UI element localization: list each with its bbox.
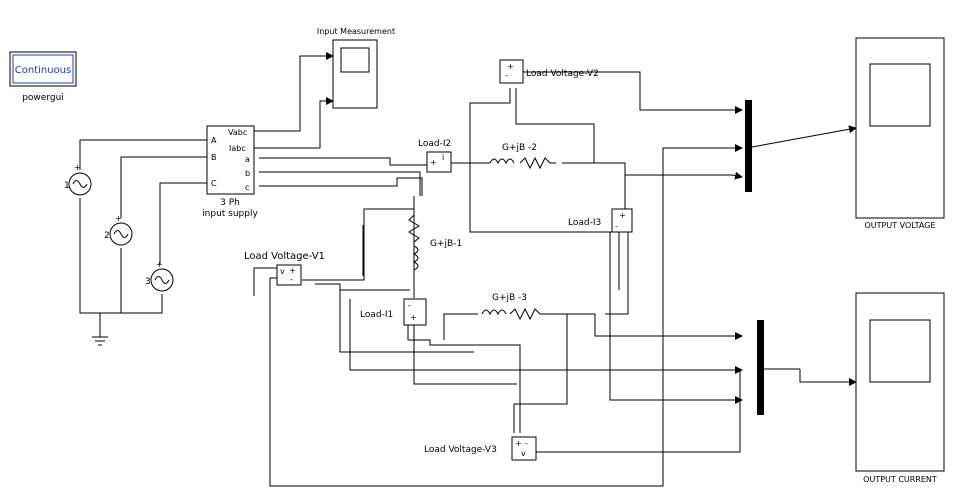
svg-text:+: +	[507, 62, 514, 71]
output-current-caption: OUTPUT CURRENT	[863, 475, 937, 484]
source-3-label: 3	[145, 277, 151, 287]
svg-text:+: +	[74, 163, 81, 172]
load-2-label: G+jB -2	[502, 143, 537, 153]
ac-source-2[interactable]: +	[109, 214, 133, 246]
three-phase-supply-block[interactable]: A B C Vabc Iabc a b c	[206, 125, 255, 195]
rl-load-3[interactable]	[481, 307, 541, 321]
current-measurement-i1[interactable]: - +	[403, 298, 427, 326]
svg-text:+: +	[115, 214, 122, 223]
supply-caption-line1: 3 Ph	[220, 198, 240, 208]
svg-text:+: +	[430, 158, 437, 167]
rl-load-1[interactable]	[408, 214, 420, 271]
voltage-measurement-v2[interactable]: + -	[499, 59, 524, 84]
svg-text:+: +	[156, 260, 163, 269]
svg-text:-: -	[290, 275, 293, 284]
svg-text:-: -	[408, 301, 411, 310]
input-measurement-scope[interactable]	[332, 39, 378, 109]
current-measurement-i2[interactable]: + i	[426, 151, 452, 173]
load-voltage-v1-label: Load Voltage-V1	[244, 251, 325, 262]
current-measurement-i3[interactable]: + -	[611, 208, 633, 233]
load-voltage-v3-label: Load Voltage-V3	[424, 445, 497, 455]
svg-text:v: v	[280, 267, 285, 276]
svg-text:b: b	[245, 169, 250, 178]
output-voltage-scope[interactable]	[855, 37, 945, 219]
svg-text:-: -	[525, 439, 528, 448]
wiring	[79, 52, 857, 487]
svg-text:Iabc: Iabc	[229, 144, 246, 153]
svg-text:i: i	[442, 153, 444, 162]
svg-text:c: c	[245, 183, 249, 192]
svg-text:A: A	[211, 136, 217, 145]
svg-text:+: +	[619, 211, 626, 220]
ac-source-3[interactable]: +	[150, 260, 174, 292]
svg-text:C: C	[211, 179, 217, 188]
svg-text:-: -	[505, 71, 508, 80]
svg-text:v: v	[521, 449, 526, 458]
source-1-label: 1	[64, 181, 70, 191]
load-i3-label: Load-I3	[568, 218, 601, 228]
load-1-label: G+jB-1	[430, 239, 462, 249]
voltage-measurement-v3[interactable]: + - v	[511, 436, 537, 461]
svg-text:B: B	[211, 153, 217, 162]
load-i1-label: Load-I1	[360, 310, 393, 320]
output-current-scope[interactable]	[855, 292, 945, 472]
svg-text:+: +	[289, 266, 296, 275]
source-2-label: 2	[104, 231, 110, 241]
load-i2-label: Load-I2	[418, 139, 451, 149]
rl-load-2[interactable]	[489, 156, 556, 170]
ac-source-1[interactable]: +	[68, 163, 92, 196]
load-3-label: G+jB -3	[492, 293, 527, 303]
powergui-caption: powergui	[22, 93, 64, 103]
supply-caption-line2: input supply	[202, 209, 258, 219]
output-voltage-caption: OUTPUT VOLTAGE	[865, 221, 936, 230]
voltage-mux-bar[interactable]	[745, 100, 752, 192]
svg-text:+: +	[410, 313, 417, 322]
svg-text:-: -	[615, 222, 618, 231]
svg-text:a: a	[245, 155, 250, 164]
voltage-measurement-v1[interactable]: v + -	[276, 264, 302, 286]
load-voltage-v2-label: Load Voltage-V2	[526, 69, 599, 79]
powergui-block[interactable]: Continuous	[9, 51, 77, 87]
svg-text:Vabc: Vabc	[228, 128, 247, 137]
input-measurement-title: Input Measurement	[317, 27, 395, 36]
powergui-label: Continuous	[15, 65, 71, 76]
current-mux-bar[interactable]	[757, 320, 764, 415]
svg-text:+: +	[515, 439, 522, 448]
